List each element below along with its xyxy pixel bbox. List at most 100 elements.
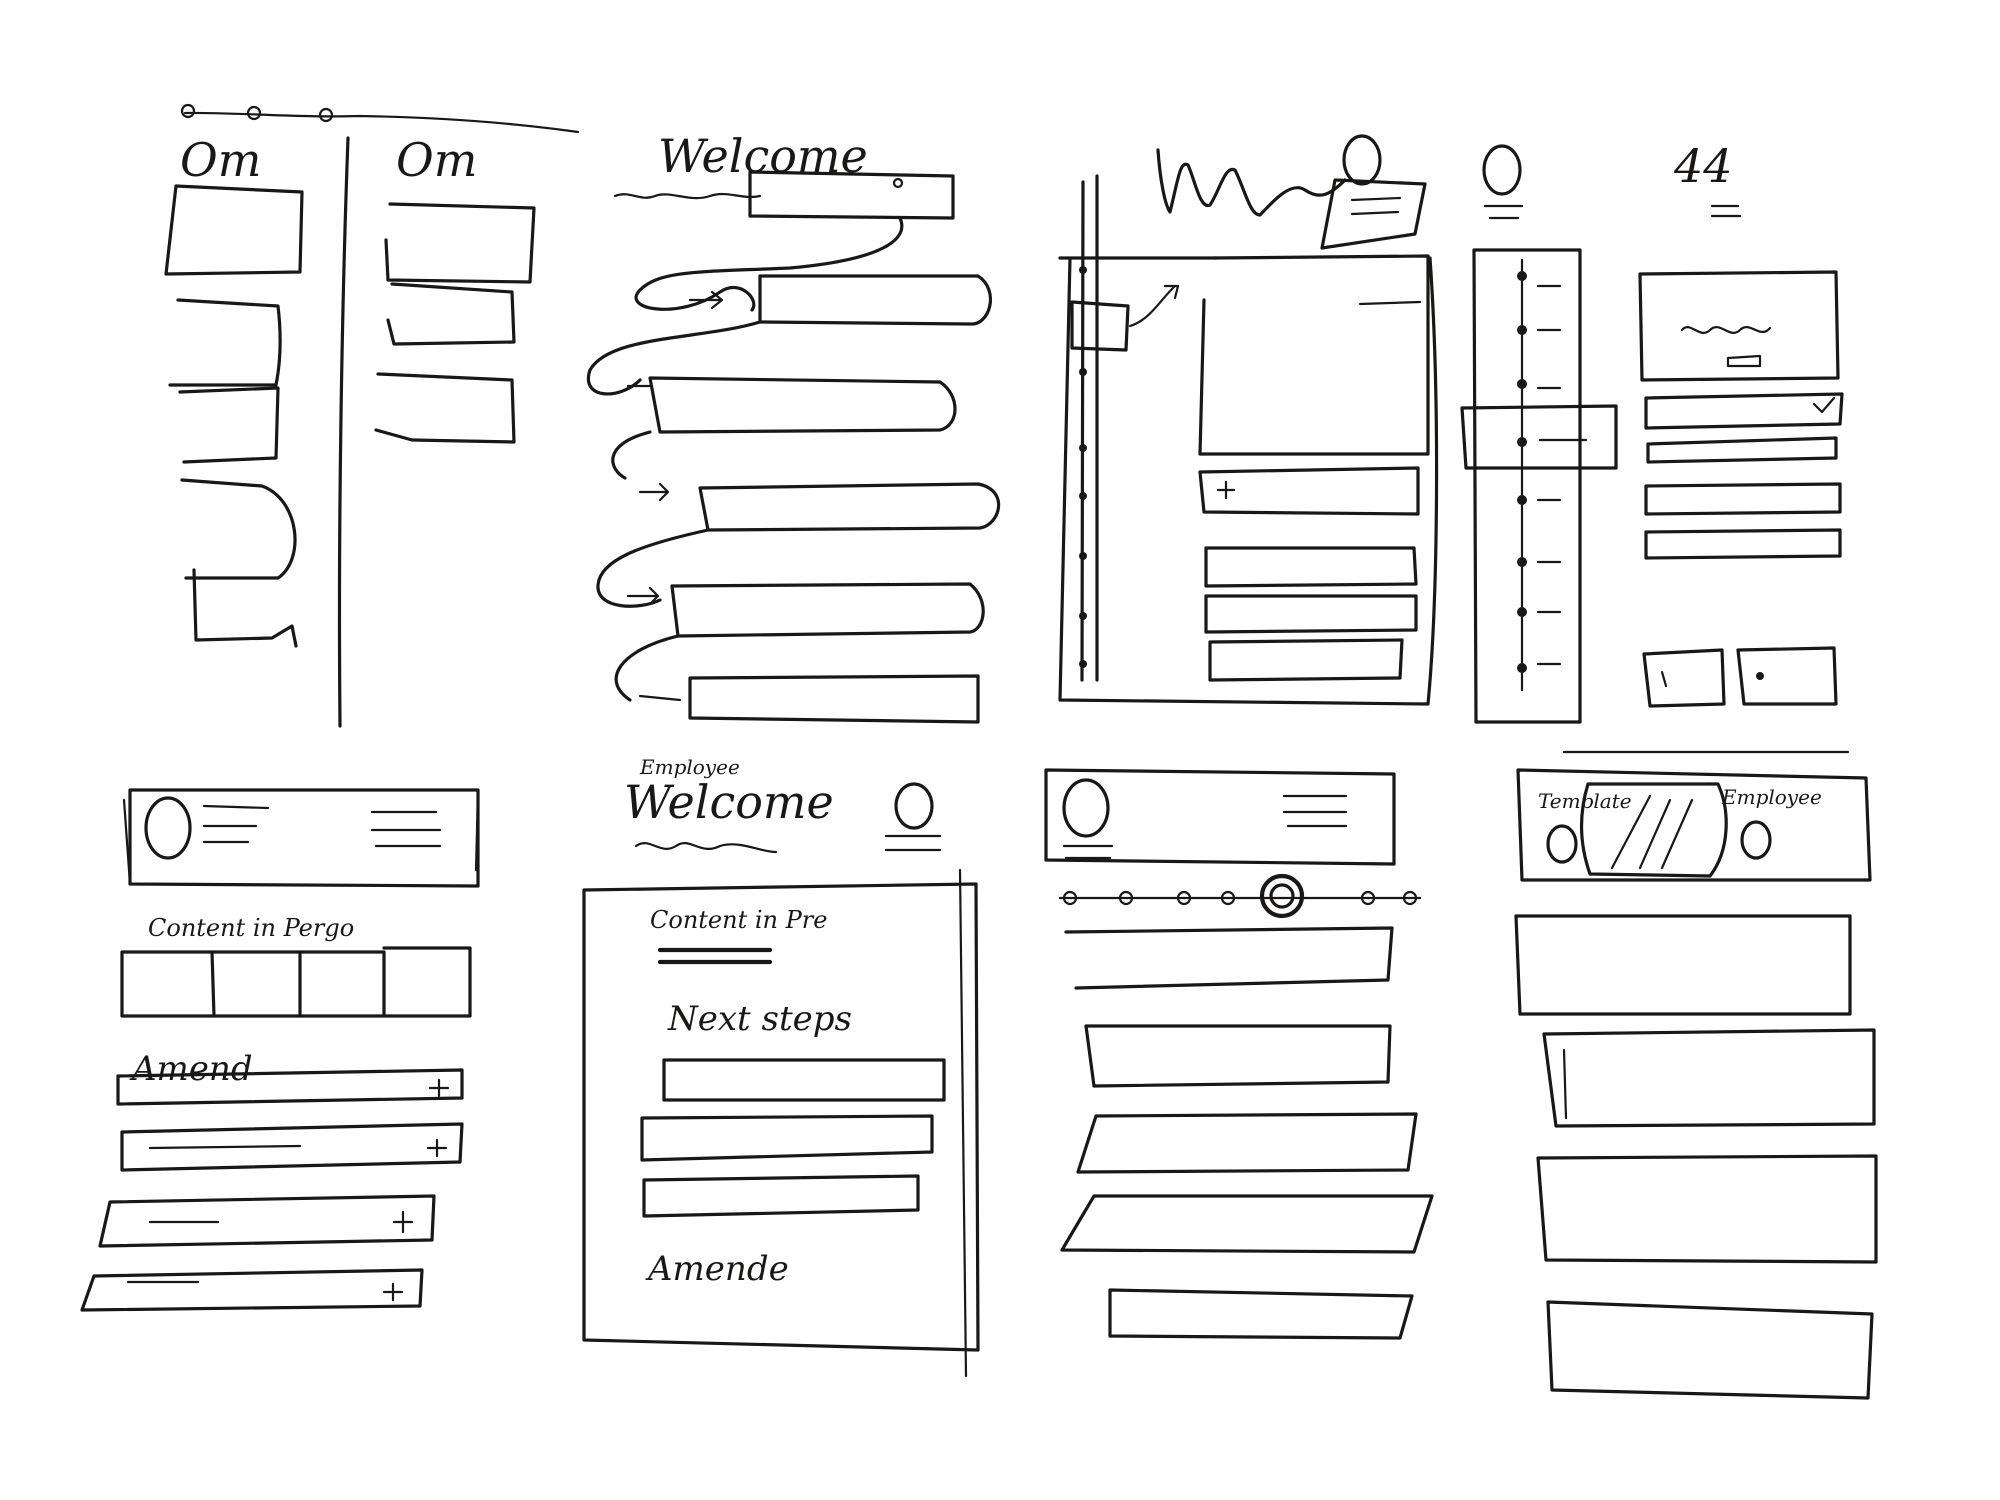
filter-step[interactable] — [1517, 663, 1527, 673]
badge-underline — [1710, 204, 1742, 218]
timeline-node — [1079, 368, 1087, 376]
stepper-dot[interactable] — [1062, 890, 1078, 906]
avatar-icon[interactable] — [894, 782, 934, 830]
list-row[interactable] — [648, 376, 957, 434]
compare-row[interactable] — [1542, 1028, 1876, 1128]
stepper-dot[interactable] — [1118, 890, 1134, 906]
filter-step[interactable] — [1517, 495, 1527, 505]
list-row[interactable] — [1208, 638, 1404, 682]
tile[interactable] — [210, 950, 302, 1018]
connector-path — [586, 320, 762, 396]
step-row[interactable] — [1084, 1024, 1392, 1088]
compare-row[interactable] — [1514, 914, 1852, 1016]
card-outline[interactable] — [386, 282, 516, 346]
sketch-steps — [1044, 768, 1434, 1340]
timeline-node — [1079, 444, 1087, 452]
list-row[interactable] — [1204, 546, 1418, 588]
list-row[interactable] — [758, 274, 993, 326]
amend-row[interactable] — [98, 1194, 436, 1248]
stepper-dot[interactable] — [1402, 890, 1418, 906]
sketch-compare: Template Employee — [1514, 750, 1878, 1400]
stepper-dot[interactable] — [1176, 890, 1192, 906]
tile[interactable] — [382, 946, 472, 1018]
step-row[interactable] — [1060, 1194, 1434, 1254]
list-row[interactable] — [670, 582, 985, 638]
employee-label: Employee — [1721, 785, 1822, 809]
highlighted-event[interactable] — [1070, 300, 1130, 352]
checklist-row[interactable] — [1644, 528, 1842, 560]
employee-avatar — [1740, 820, 1772, 860]
selected-filter[interactable] — [1460, 404, 1618, 470]
filter-step[interactable] — [1517, 437, 1527, 447]
profile-avatar — [144, 796, 192, 860]
popover[interactable] — [1320, 178, 1427, 250]
preview-card — [1638, 270, 1840, 382]
card-outline[interactable] — [374, 372, 516, 444]
search-field[interactable] — [748, 170, 955, 220]
stepper-current[interactable] — [1259, 873, 1305, 919]
next-step-row[interactable] — [662, 1058, 946, 1102]
filter-step[interactable] — [1517, 379, 1527, 389]
tile[interactable] — [120, 950, 216, 1018]
next-step-row[interactable] — [640, 1114, 934, 1162]
compare-row[interactable] — [1546, 1300, 1874, 1400]
preview-button[interactable] — [1726, 354, 1762, 368]
toggle-switch[interactable] — [1579, 782, 1728, 878]
profile-header — [1044, 768, 1396, 866]
timeline-node — [1079, 552, 1087, 560]
step-row[interactable] — [1108, 1288, 1414, 1340]
timeline-node — [1079, 266, 1087, 274]
stepper-dot[interactable] — [1360, 890, 1376, 906]
list-row[interactable] — [1204, 594, 1418, 634]
employee-title: Welcome — [624, 775, 834, 829]
plus-icon[interactable] — [426, 1138, 448, 1158]
amend-row[interactable] — [120, 1122, 464, 1172]
card-outline[interactable] — [178, 386, 280, 464]
row-arrow — [688, 290, 724, 310]
tile[interactable] — [298, 950, 386, 1018]
plus-icon[interactable] — [428, 1078, 450, 1098]
profile-text-line — [202, 804, 270, 844]
action-tile-right[interactable] — [1736, 646, 1838, 706]
next-step-row[interactable] — [642, 1174, 920, 1218]
stepper-dot[interactable] — [1220, 890, 1236, 906]
step-row[interactable] — [1064, 926, 1394, 990]
filter-step[interactable] — [1517, 271, 1527, 281]
amend-row[interactable] — [80, 1268, 424, 1312]
connector-path — [596, 528, 710, 608]
checklist-row[interactable] — [1646, 436, 1838, 464]
card-outline[interactable] — [180, 478, 297, 580]
checklist-row[interactable] — [1644, 392, 1844, 430]
avatar-icon[interactable] — [1482, 144, 1522, 196]
progress-dot — [180, 103, 196, 119]
progress-line — [183, 111, 580, 134]
timeline-node — [1079, 660, 1087, 668]
filter-step[interactable] — [1517, 557, 1527, 567]
list-row[interactable] — [688, 674, 980, 724]
filter-step[interactable] — [1517, 325, 1527, 335]
search-icon — [892, 177, 904, 189]
header-scribble — [1156, 148, 1347, 217]
add-row[interactable] — [1198, 466, 1420, 516]
card-outline[interactable] — [192, 568, 298, 648]
preview-scribble — [1680, 326, 1772, 334]
detail-line — [1358, 300, 1422, 306]
menu-icon[interactable] — [370, 810, 442, 848]
card-outline[interactable] — [384, 202, 536, 284]
plus-icon[interactable] — [382, 1282, 404, 1302]
action-tile-left[interactable] — [1642, 648, 1726, 708]
avatar-icon[interactable] — [1342, 134, 1382, 186]
compare-row[interactable] — [1536, 1154, 1878, 1264]
amend-row[interactable] — [116, 1068, 464, 1106]
checklist-row[interactable] — [1644, 482, 1842, 516]
menu-icon[interactable] — [1282, 794, 1348, 828]
step-row[interactable] — [1076, 1112, 1418, 1174]
left-column-title: Om — [180, 133, 261, 187]
plus-icon[interactable] — [392, 1210, 414, 1234]
popover-line — [1350, 196, 1402, 216]
card-outline[interactable] — [164, 184, 304, 276]
plus-icon[interactable] — [1216, 480, 1236, 500]
list-row[interactable] — [698, 482, 1001, 532]
filter-step[interactable] — [1517, 607, 1527, 617]
card-outline[interactable] — [168, 298, 282, 387]
